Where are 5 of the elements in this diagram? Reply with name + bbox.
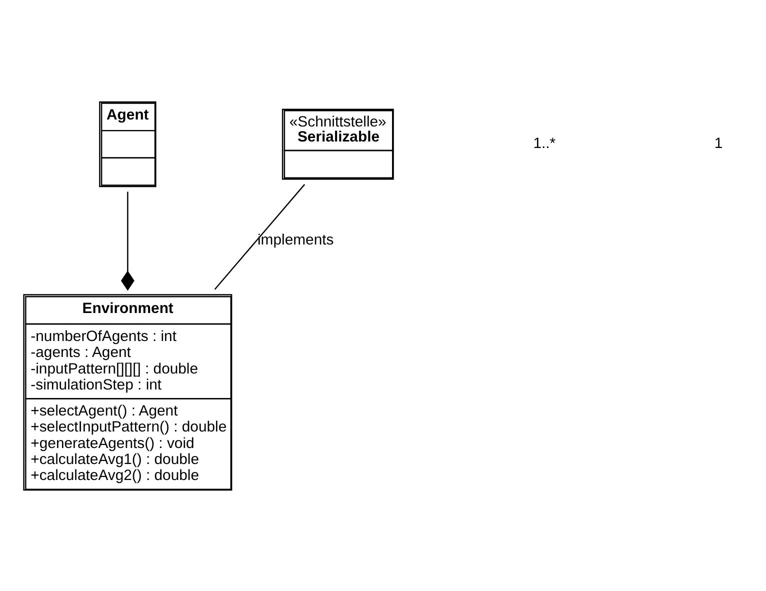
connector xyxy=(214,184,306,290)
connector xyxy=(120,191,134,290)
edge-label: implements xyxy=(258,231,334,248)
label: 1 xyxy=(714,134,723,152)
label: 1..* xyxy=(533,134,556,152)
